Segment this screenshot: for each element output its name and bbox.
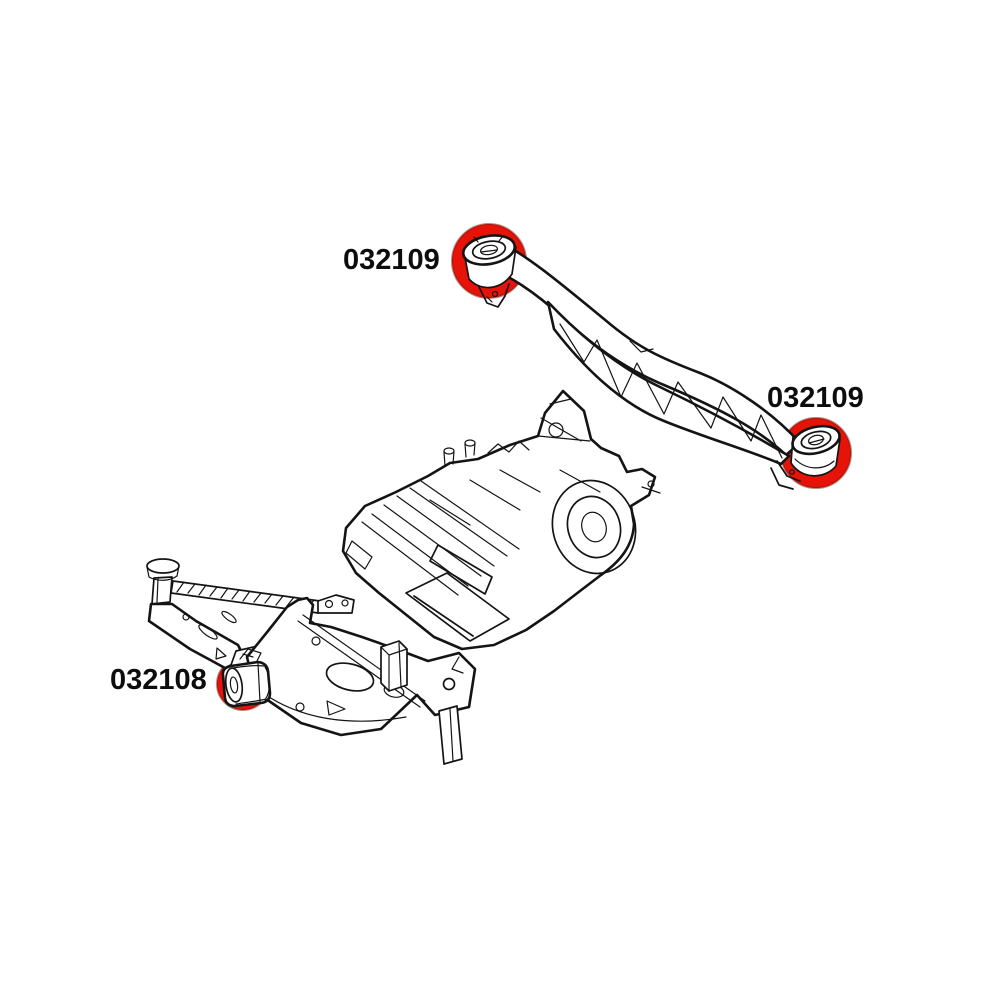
subframe-bushing-drawing: [221, 648, 272, 708]
trailing-arm-front-bushing-drawing: [461, 234, 517, 308]
part-number-label-front-arm-bushing: 032109: [343, 244, 440, 276]
part-number-label-subframe-bushing: 032108: [110, 664, 207, 696]
differential-assembly-drawing: [341, 389, 661, 651]
part-number-label-rear-arm-bushing: 032109: [767, 382, 864, 414]
trailing-arm-drawing: [468, 239, 802, 466]
subframe-crossmember-drawing: [146, 558, 477, 765]
trailing-arm-rear-bushing-drawing: [770, 424, 841, 490]
